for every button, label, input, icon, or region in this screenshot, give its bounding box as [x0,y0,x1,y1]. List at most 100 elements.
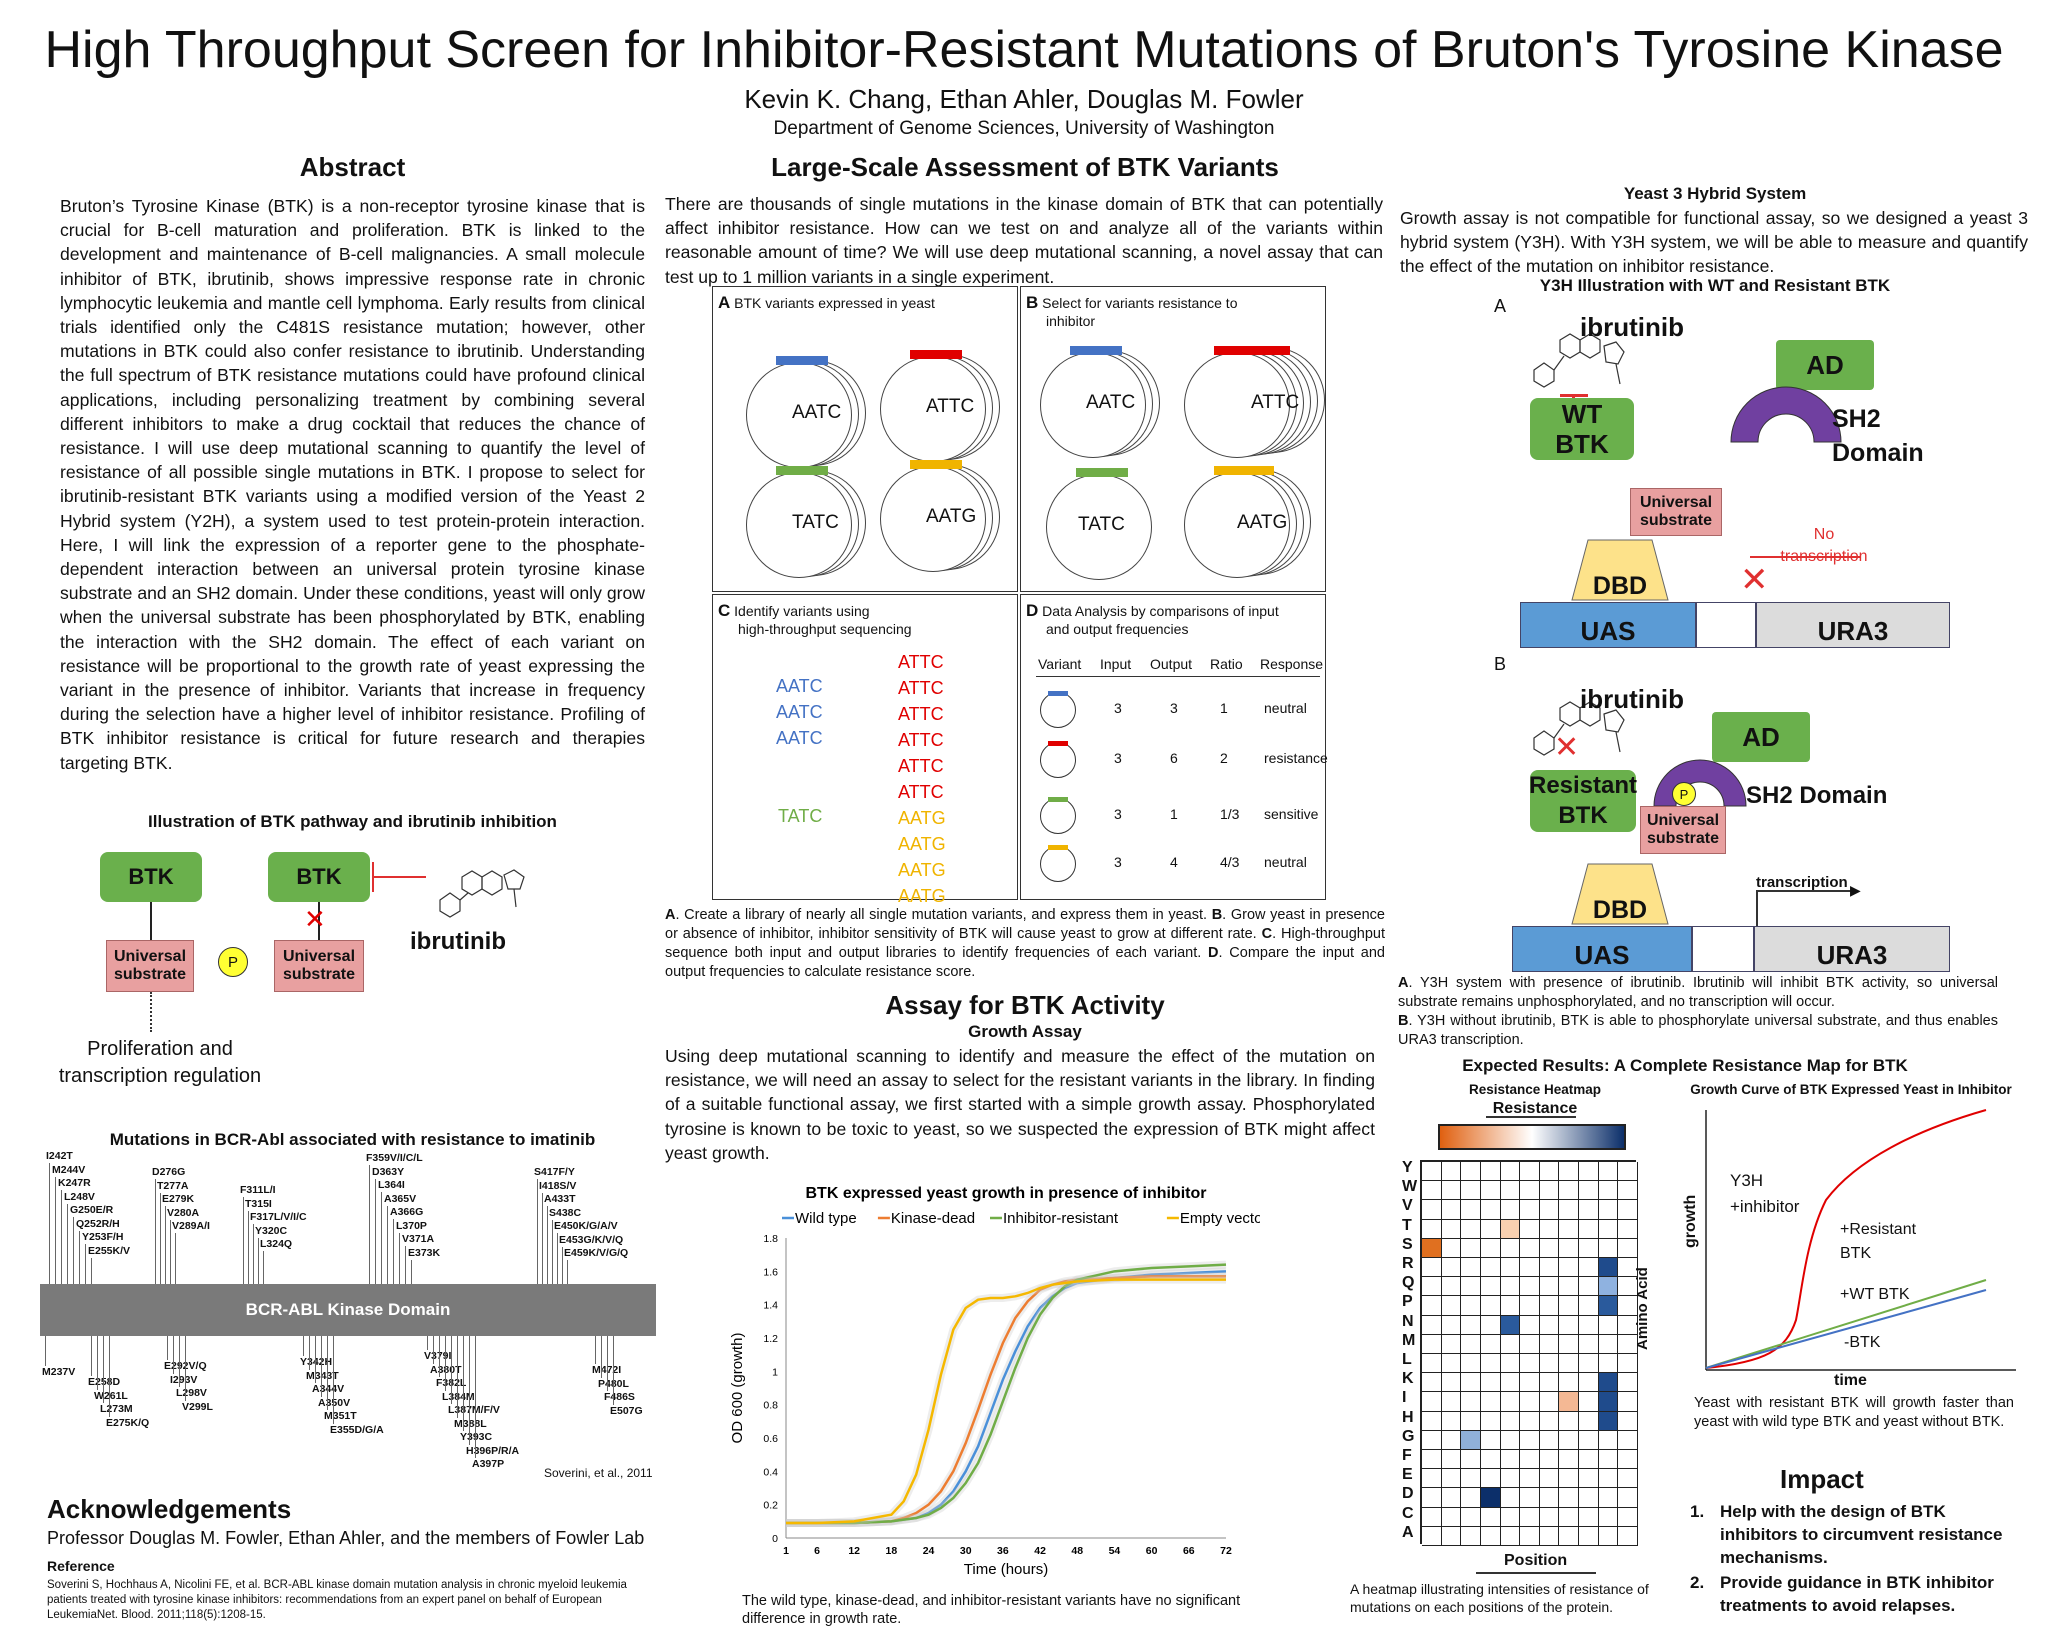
mutation-tick [258,1237,259,1284]
table-variant-tag [1048,691,1068,696]
mutation-tick [97,1336,98,1390]
heatmap-cell [1480,1507,1501,1527]
mutation-label: L384M [442,1390,475,1403]
ad-box-a: AD [1776,340,1874,390]
x-tick-label: 30 [960,1545,972,1557]
y-tick-label: 1.6 [763,1266,778,1278]
ibrutinib-label-b: ibrutinib [1580,684,1684,714]
heatmap-cell [1520,1277,1540,1297]
heatmap-cell [1441,1296,1462,1316]
mutation-label: M343T [306,1369,339,1382]
amino-acid-label: Y [1402,1159,1413,1176]
heatmap-cell [1598,1334,1619,1354]
variant-tag [776,466,828,475]
heatmap-cell [1579,1411,1599,1431]
mutation-tick [248,1210,249,1284]
table-rule [1036,676,1320,677]
ibrutinib-label-a: ibrutinib [1580,312,1684,342]
heatmap-cell [1520,1507,1540,1527]
heatmap-cell [1559,1392,1580,1412]
heatmap-cell [1422,1258,1442,1278]
heatmap-cell [1461,1488,1481,1508]
heatmap-cell [1618,1354,1638,1374]
mutation-tick [457,1336,458,1418]
heatmap-cell [1618,1469,1638,1489]
legend-label: Wild type [795,1210,857,1227]
heatmap-cell [1461,1258,1481,1278]
mutation-tick [91,1257,92,1284]
mutation-tick [309,1336,310,1370]
plasmid-circle [880,356,986,462]
large-scale-text: There are thousands of single mutations … [665,194,1383,287]
variant-sequence-label: TATC [1078,514,1125,535]
mutation-tick [369,1165,370,1284]
heatmap-cell [1579,1507,1599,1527]
heatmap-title: Resistance Heatmap [1468,1082,1602,1097]
caption-panel-letter: B [1211,907,1223,923]
heatmap-cell [1500,1430,1521,1450]
mutation-tick [375,1178,376,1284]
mutation-tick [327,1336,328,1410]
heatmap-cell [1441,1219,1462,1239]
heatmap-cell [1539,1277,1560,1297]
abstract-text: Bruton’s Tyrosine Kinase (BTK) is a non-… [60,196,645,773]
amino-acid-label: Q [1402,1274,1415,1292]
heatmap-cell [1539,1392,1560,1412]
bcrabl-citation: Soverini, et al., 2011 [544,1466,653,1480]
heatmap-cell [1579,1488,1599,1508]
heatmap-cell [1461,1315,1481,1335]
large-scale-heading: Large-Scale Assessment of BTK Variants [771,152,1279,182]
y3h-caption: A. Y3H system with presence of ibrutinib… [1398,975,1998,1048]
expected-heading: Expected Results: A Complete Resistance … [1462,1056,1908,1075]
mutation-label: F311L/I [240,1184,276,1196]
x-tick-label: 18 [886,1545,898,1557]
caption-panel-letter: D [1208,945,1219,961]
amino-acid-label: D [1402,1485,1414,1503]
heatmap-cell [1441,1277,1462,1297]
heatmap-cell [1500,1219,1521,1239]
mutation-label: E453G/K/V/Q [559,1233,624,1246]
y3h-label-a: A [1494,296,1507,316]
heatmap-cell [1559,1162,1580,1182]
heatmap-cell [1598,1315,1619,1335]
heatmap-cell [1539,1488,1560,1508]
heatmap-cell [1618,1430,1638,1450]
heatmap-cell [1618,1373,1638,1393]
mutation-tick [427,1336,428,1350]
heatmap-cell [1579,1181,1599,1201]
pathway-heading: Illustration of BTK pathway and ibrutini… [148,812,557,831]
heatmap-cell [1539,1450,1560,1470]
heatmap-cell [1539,1315,1560,1335]
legend-label: Inhibitor-resistant [1003,1210,1119,1227]
heatmap-cell [1441,1526,1462,1546]
mutation-label: V371A [402,1233,435,1245]
impact-item: 2.Provide guidance in BTK inhibitor trea… [1690,1571,2020,1617]
heatmap-cell [1441,1507,1462,1527]
ibrutinib-structure-icon [439,869,525,918]
assay-caption: The wild type, kinase-dead, and inhibito… [742,1593,1241,1627]
amino-acid-label: A [1402,1523,1414,1541]
heatmap-cell [1579,1296,1599,1316]
heatmap-cell [1441,1238,1462,1258]
heatmap-cell [1441,1258,1462,1278]
curve-x-label: time [1834,1372,1867,1389]
variant-tag [776,356,828,365]
heatmap-cell [1480,1258,1501,1278]
series-line [786,1263,1227,1525]
mutation-label: V289A/I [172,1220,210,1232]
amino-acid-label: V [1402,1197,1413,1215]
impact-number: 1. [1690,1502,1705,1521]
mutation-label: S438C [549,1206,582,1219]
heatmap-cell [1520,1181,1540,1201]
heatmap-cell [1559,1315,1580,1335]
heatmap-cell [1500,1277,1521,1297]
legend-label: Kinase-dead [891,1210,975,1227]
affiliation: Department of Genome Sciences, Universit… [773,118,1275,139]
heatmap-cell [1500,1469,1521,1489]
heatmap-cell [1579,1315,1599,1335]
mutation-label: A433T [544,1193,576,1205]
